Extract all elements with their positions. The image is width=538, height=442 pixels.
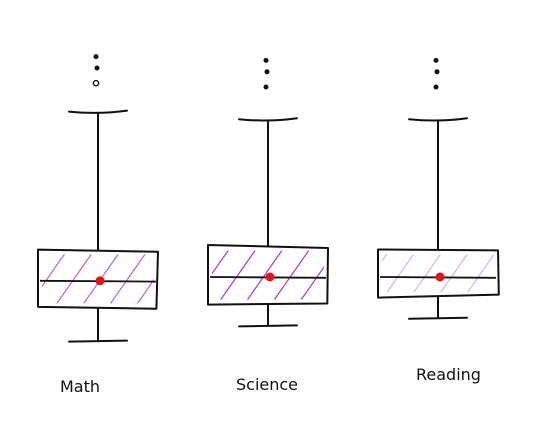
mean-marker-reading	[435, 272, 445, 282]
category-labels: Math Science Reading	[60, 365, 481, 396]
box-outline-math	[37, 248, 159, 310]
outlier-point-science	[264, 69, 270, 75]
mean-marker-science	[265, 272, 275, 282]
box-outline-science	[207, 244, 329, 306]
category-label-math: Math	[60, 377, 100, 396]
lower-cap-reading	[408, 316, 468, 320]
outlier-point-science	[263, 57, 269, 63]
upper-cap-reading	[408, 117, 468, 122]
box-outline-reading	[377, 248, 500, 299]
category-label-reading: Reading	[416, 365, 481, 384]
outlier-point-reading	[433, 57, 439, 63]
outlier-point-reading	[434, 69, 440, 75]
upper-cap-math	[68, 109, 128, 114]
boxes-layer	[37, 54, 500, 343]
box-group-science	[207, 57, 329, 328]
lower-cap-science	[238, 324, 298, 328]
box-group-math	[37, 54, 159, 343]
lower-cap-math	[68, 339, 128, 343]
box-group-reading	[377, 57, 500, 320]
outlier-point-math	[93, 54, 99, 60]
outlier-point-math	[94, 65, 100, 71]
mean-marker-math	[95, 276, 105, 286]
outlier-point-math	[92, 79, 100, 87]
outlier-point-reading	[433, 84, 439, 90]
outlier-point-science	[263, 84, 269, 90]
upper-cap-science	[238, 117, 298, 122]
category-label-science: Science	[236, 375, 298, 394]
